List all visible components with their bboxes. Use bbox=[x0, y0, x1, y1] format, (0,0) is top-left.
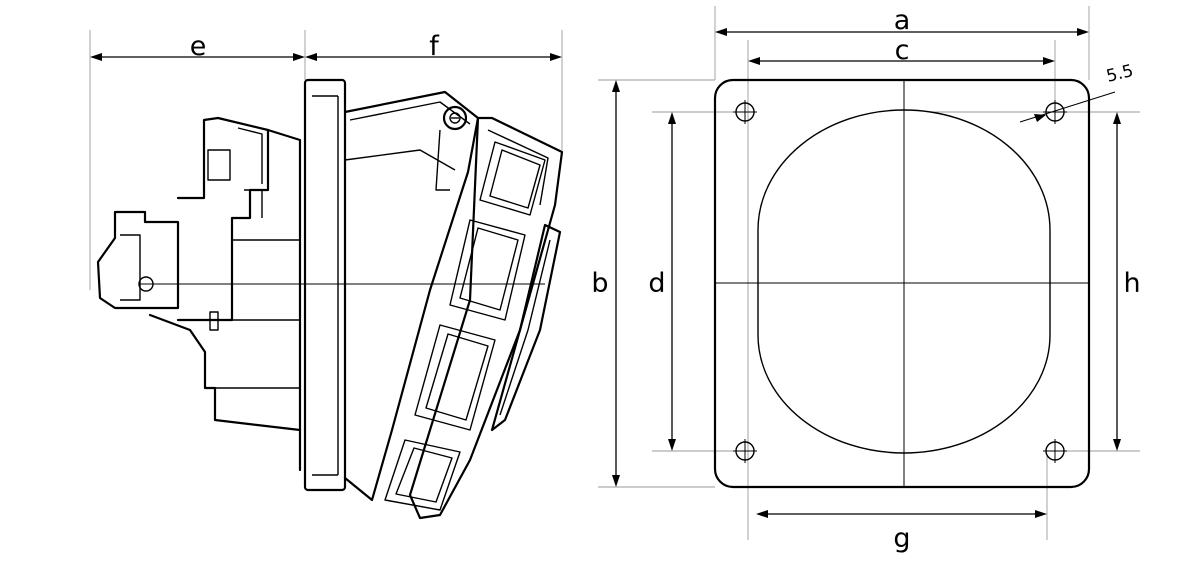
label-g: g bbox=[893, 523, 910, 554]
socket-rear-body bbox=[96, 116, 302, 472]
front-view: a c b d h bbox=[591, 5, 1140, 554]
label-d: d bbox=[648, 268, 665, 299]
inclined-housing bbox=[343, 90, 564, 520]
dimension-c: c bbox=[748, 35, 1055, 66]
label-a: a bbox=[894, 5, 911, 36]
dimension-b: b bbox=[591, 80, 620, 487]
dimension-h: h bbox=[1113, 112, 1141, 451]
cutout-outline bbox=[757, 109, 1051, 454]
mounting-hole-br bbox=[1043, 439, 1067, 463]
dimension-f: f bbox=[305, 31, 562, 62]
dimension-d: d bbox=[648, 112, 676, 451]
side-view: e f bbox=[89, 30, 564, 520]
dimension-a: a bbox=[715, 5, 1089, 36]
label-e: e bbox=[190, 31, 207, 62]
mounting-hole-tr bbox=[1043, 100, 1067, 124]
mounting-hole-tl bbox=[733, 100, 757, 124]
label-f: f bbox=[429, 31, 440, 62]
mounting-flange bbox=[303, 78, 347, 492]
dimension-g: g bbox=[756, 510, 1047, 554]
label-h: h bbox=[1123, 268, 1140, 299]
label-b: b bbox=[591, 268, 608, 299]
dimension-hole: 5.5 bbox=[1019, 61, 1135, 123]
label-c: c bbox=[895, 35, 910, 66]
mounting-hole-bl bbox=[733, 439, 757, 463]
hinge-icon bbox=[442, 105, 468, 131]
dimension-e: e bbox=[90, 31, 305, 62]
label-hole: 5.5 bbox=[1104, 61, 1135, 87]
